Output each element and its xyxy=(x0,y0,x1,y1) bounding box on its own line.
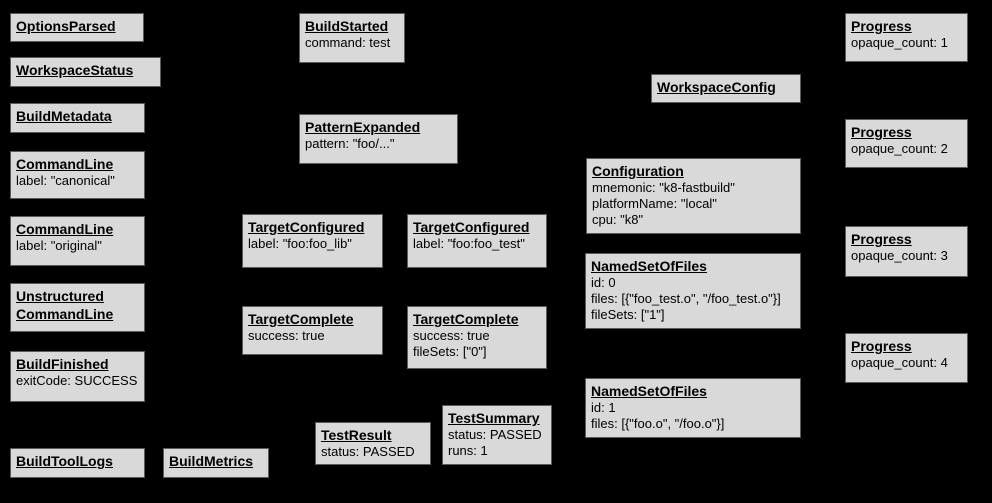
node-named-set-of-files-0: NamedSetOfFiles id: 0 files: [{"foo_test… xyxy=(585,253,801,329)
node-field: opaque_count: 3 xyxy=(851,248,948,263)
node-build-finished: BuildFinished exitCode: SUCCESS xyxy=(10,351,145,402)
node-title: TargetComplete xyxy=(248,311,354,327)
node-field: opaque_count: 4 xyxy=(851,355,948,370)
node-field: label: "canonical" xyxy=(16,173,115,188)
node-progress-1: Progress opaque_count: 1 xyxy=(845,13,968,62)
node-title: NamedSetOfFiles xyxy=(591,383,707,399)
node-test-result: TestResult status: PASSED xyxy=(315,422,431,465)
node-field: files: [{"foo.o", "/foo.o"}] xyxy=(591,416,725,431)
node-field: id: 1 xyxy=(591,400,616,415)
node-command-line-canonical: CommandLine label: "canonical" xyxy=(10,151,145,199)
node-configuration: Configuration mnemonic: "k8-fastbuild" p… xyxy=(586,158,801,234)
node-title: BuildMetadata xyxy=(16,108,112,124)
node-field: platformName: "local" xyxy=(592,196,717,211)
node-field: cpu: "k8" xyxy=(592,212,644,227)
node-test-summary: TestSummary status: PASSED runs: 1 xyxy=(442,405,552,465)
node-progress-3: Progress opaque_count: 3 xyxy=(845,226,968,277)
node-title: TargetConfigured xyxy=(248,219,365,235)
node-title: PatternExpanded xyxy=(305,119,421,135)
node-options-parsed: OptionsParsed xyxy=(10,13,144,42)
node-field: pattern: "foo/..." xyxy=(305,136,395,151)
node-field: fileSets: ["1"] xyxy=(591,307,665,322)
node-title: Progress xyxy=(851,124,912,140)
node-build-tool-logs: BuildToolLogs xyxy=(10,448,145,478)
node-field: status: PASSED xyxy=(448,427,542,442)
node-target-complete-foo-lib: TargetComplete success: true xyxy=(242,306,383,355)
node-field: command: test xyxy=(305,35,391,50)
node-command-line-original: CommandLine label: "original" xyxy=(10,216,145,266)
node-field: label: "foo:foo_test" xyxy=(413,236,525,251)
node-title: WorkspaceConfig xyxy=(657,79,776,95)
node-title: Progress xyxy=(851,231,912,247)
node-title: TargetComplete xyxy=(413,311,519,327)
node-pattern-expanded: PatternExpanded pattern: "foo/..." xyxy=(299,114,458,164)
node-title: CommandLine xyxy=(16,221,114,237)
node-target-complete-foo-test: TargetComplete success: true fileSets: [… xyxy=(407,306,547,369)
node-build-started: BuildStarted command: test xyxy=(299,13,405,63)
node-field: success: true xyxy=(413,328,490,343)
node-title: Progress xyxy=(851,338,912,354)
node-field: label: "foo:foo_lib" xyxy=(248,236,352,251)
node-title: TestSummary xyxy=(448,410,540,426)
node-title: TargetConfigured xyxy=(413,219,530,235)
node-field: runs: 1 xyxy=(448,443,488,458)
node-field: label: "original" xyxy=(16,238,102,253)
node-field: exitCode: SUCCESS xyxy=(16,373,138,388)
node-title: CommandLine xyxy=(16,156,114,172)
node-field: fileSets: ["0"] xyxy=(413,344,487,359)
node-title: NamedSetOfFiles xyxy=(591,258,707,274)
node-title: BuildStarted xyxy=(305,18,389,34)
node-title: Progress xyxy=(851,18,912,34)
node-build-metrics: BuildMetrics xyxy=(163,448,269,478)
node-title: BuildFinished xyxy=(16,356,109,372)
node-title: OptionsParsed xyxy=(16,18,116,34)
node-named-set-of-files-1: NamedSetOfFiles id: 1 files: [{"foo.o", … xyxy=(585,378,801,438)
node-field: files: [{"foo_test.o", "/foo_test.o"}] xyxy=(591,291,781,306)
node-progress-2: Progress opaque_count: 2 xyxy=(845,119,968,168)
node-title: BuildMetrics xyxy=(169,453,254,469)
node-title: Configuration xyxy=(592,163,684,179)
node-progress-4: Progress opaque_count: 4 xyxy=(845,333,968,383)
node-field: opaque_count: 2 xyxy=(851,141,948,156)
node-field: mnemonic: "k8-fastbuild" xyxy=(592,180,735,195)
node-unstructured-command-line: Unstructured CommandLine xyxy=(10,283,145,332)
node-title: WorkspaceStatus xyxy=(16,62,134,78)
node-workspace-status: WorkspaceStatus xyxy=(10,57,161,87)
node-title: BuildToolLogs xyxy=(16,453,113,469)
node-workspace-config: WorkspaceConfig xyxy=(651,74,801,103)
node-field: success: true xyxy=(248,328,325,343)
node-field: id: 0 xyxy=(591,275,616,290)
node-title: TestResult xyxy=(321,427,392,443)
node-build-metadata: BuildMetadata xyxy=(10,103,145,133)
node-title: Unstructured CommandLine xyxy=(16,288,114,322)
node-field: opaque_count: 1 xyxy=(851,35,948,50)
node-field: status: PASSED xyxy=(321,444,415,459)
node-target-configured-foo-test: TargetConfigured label: "foo:foo_test" xyxy=(407,214,547,268)
node-target-configured-foo-lib: TargetConfigured label: "foo:foo_lib" xyxy=(242,214,383,268)
